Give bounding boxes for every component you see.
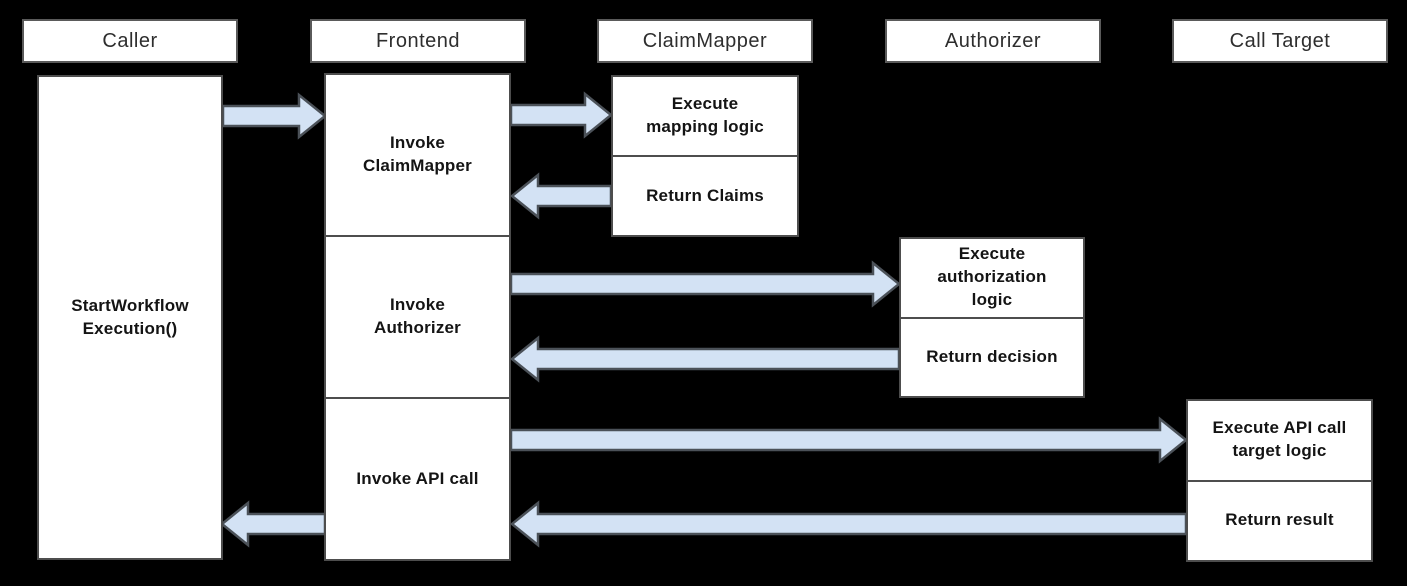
arrow-frontend-to-calltarget [509,416,1188,464]
arrow-caller-to-frontend [221,92,327,140]
claimmapper-activation-box: Execute mapping logic Return Claims [611,75,799,237]
arrow-calltarget-return-to-frontend [510,500,1188,548]
arrow-frontend-return-to-caller [220,500,327,548]
authorizer-step-execute-authorization-logic: Execute authorization logic [937,244,1047,310]
calltarget-step-return-result: Return result [1188,479,1371,561]
lane-header-claimmapper-label: ClaimMapper [642,29,768,52]
caller-activation-box: StartWorkflow Execution() [37,75,223,560]
claimmapper-step-return-claims: Return Claims [613,155,797,235]
frontend-step-invoke-claimmapper: Invoke ClaimMapper [363,133,472,175]
frontend-step-invoke-api-call: Invoke API call [326,397,509,559]
caller-start-workflow-execution: StartWorkflow Execution() [71,295,189,338]
arrow-authorizer-return-to-frontend [510,335,901,383]
authorizer-activation-box: Execute authorization logic Return decis… [899,237,1085,398]
lane-header-authorizer: Authorizer [885,19,1101,63]
lane-header-calltarget-label: Call Target [1229,29,1331,52]
lane-header-caller: Caller [22,19,238,63]
lane-header-caller-label: Caller [102,29,158,52]
lane-header-authorizer-label: Authorizer [944,29,1042,52]
arrow-claimmapper-return-to-frontend [510,172,613,220]
frontend-step-invoke-authorizer: Invoke Authorizer [326,235,509,397]
arrow-frontend-to-authorizer [509,260,901,308]
calltarget-step-execute-api-call-target-logic: Execute API call target logic [1212,418,1347,461]
frontend-activation-box: Invoke ClaimMapper Invoke Authorizer Inv… [324,73,511,561]
arrow-frontend-to-claimmapper [509,91,613,139]
calltarget-activation-box: Execute API call target logic Return res… [1186,399,1373,562]
lane-header-claimmapper: ClaimMapper [597,19,813,63]
authorizer-step-return-decision: Return decision [901,316,1083,397]
lane-header-frontend-label: Frontend [375,29,461,52]
claimmapper-step-execute-mapping-logic: Execute mapping logic [646,94,764,136]
lane-header-frontend: Frontend [310,19,526,63]
lane-header-calltarget: Call Target [1172,19,1388,63]
